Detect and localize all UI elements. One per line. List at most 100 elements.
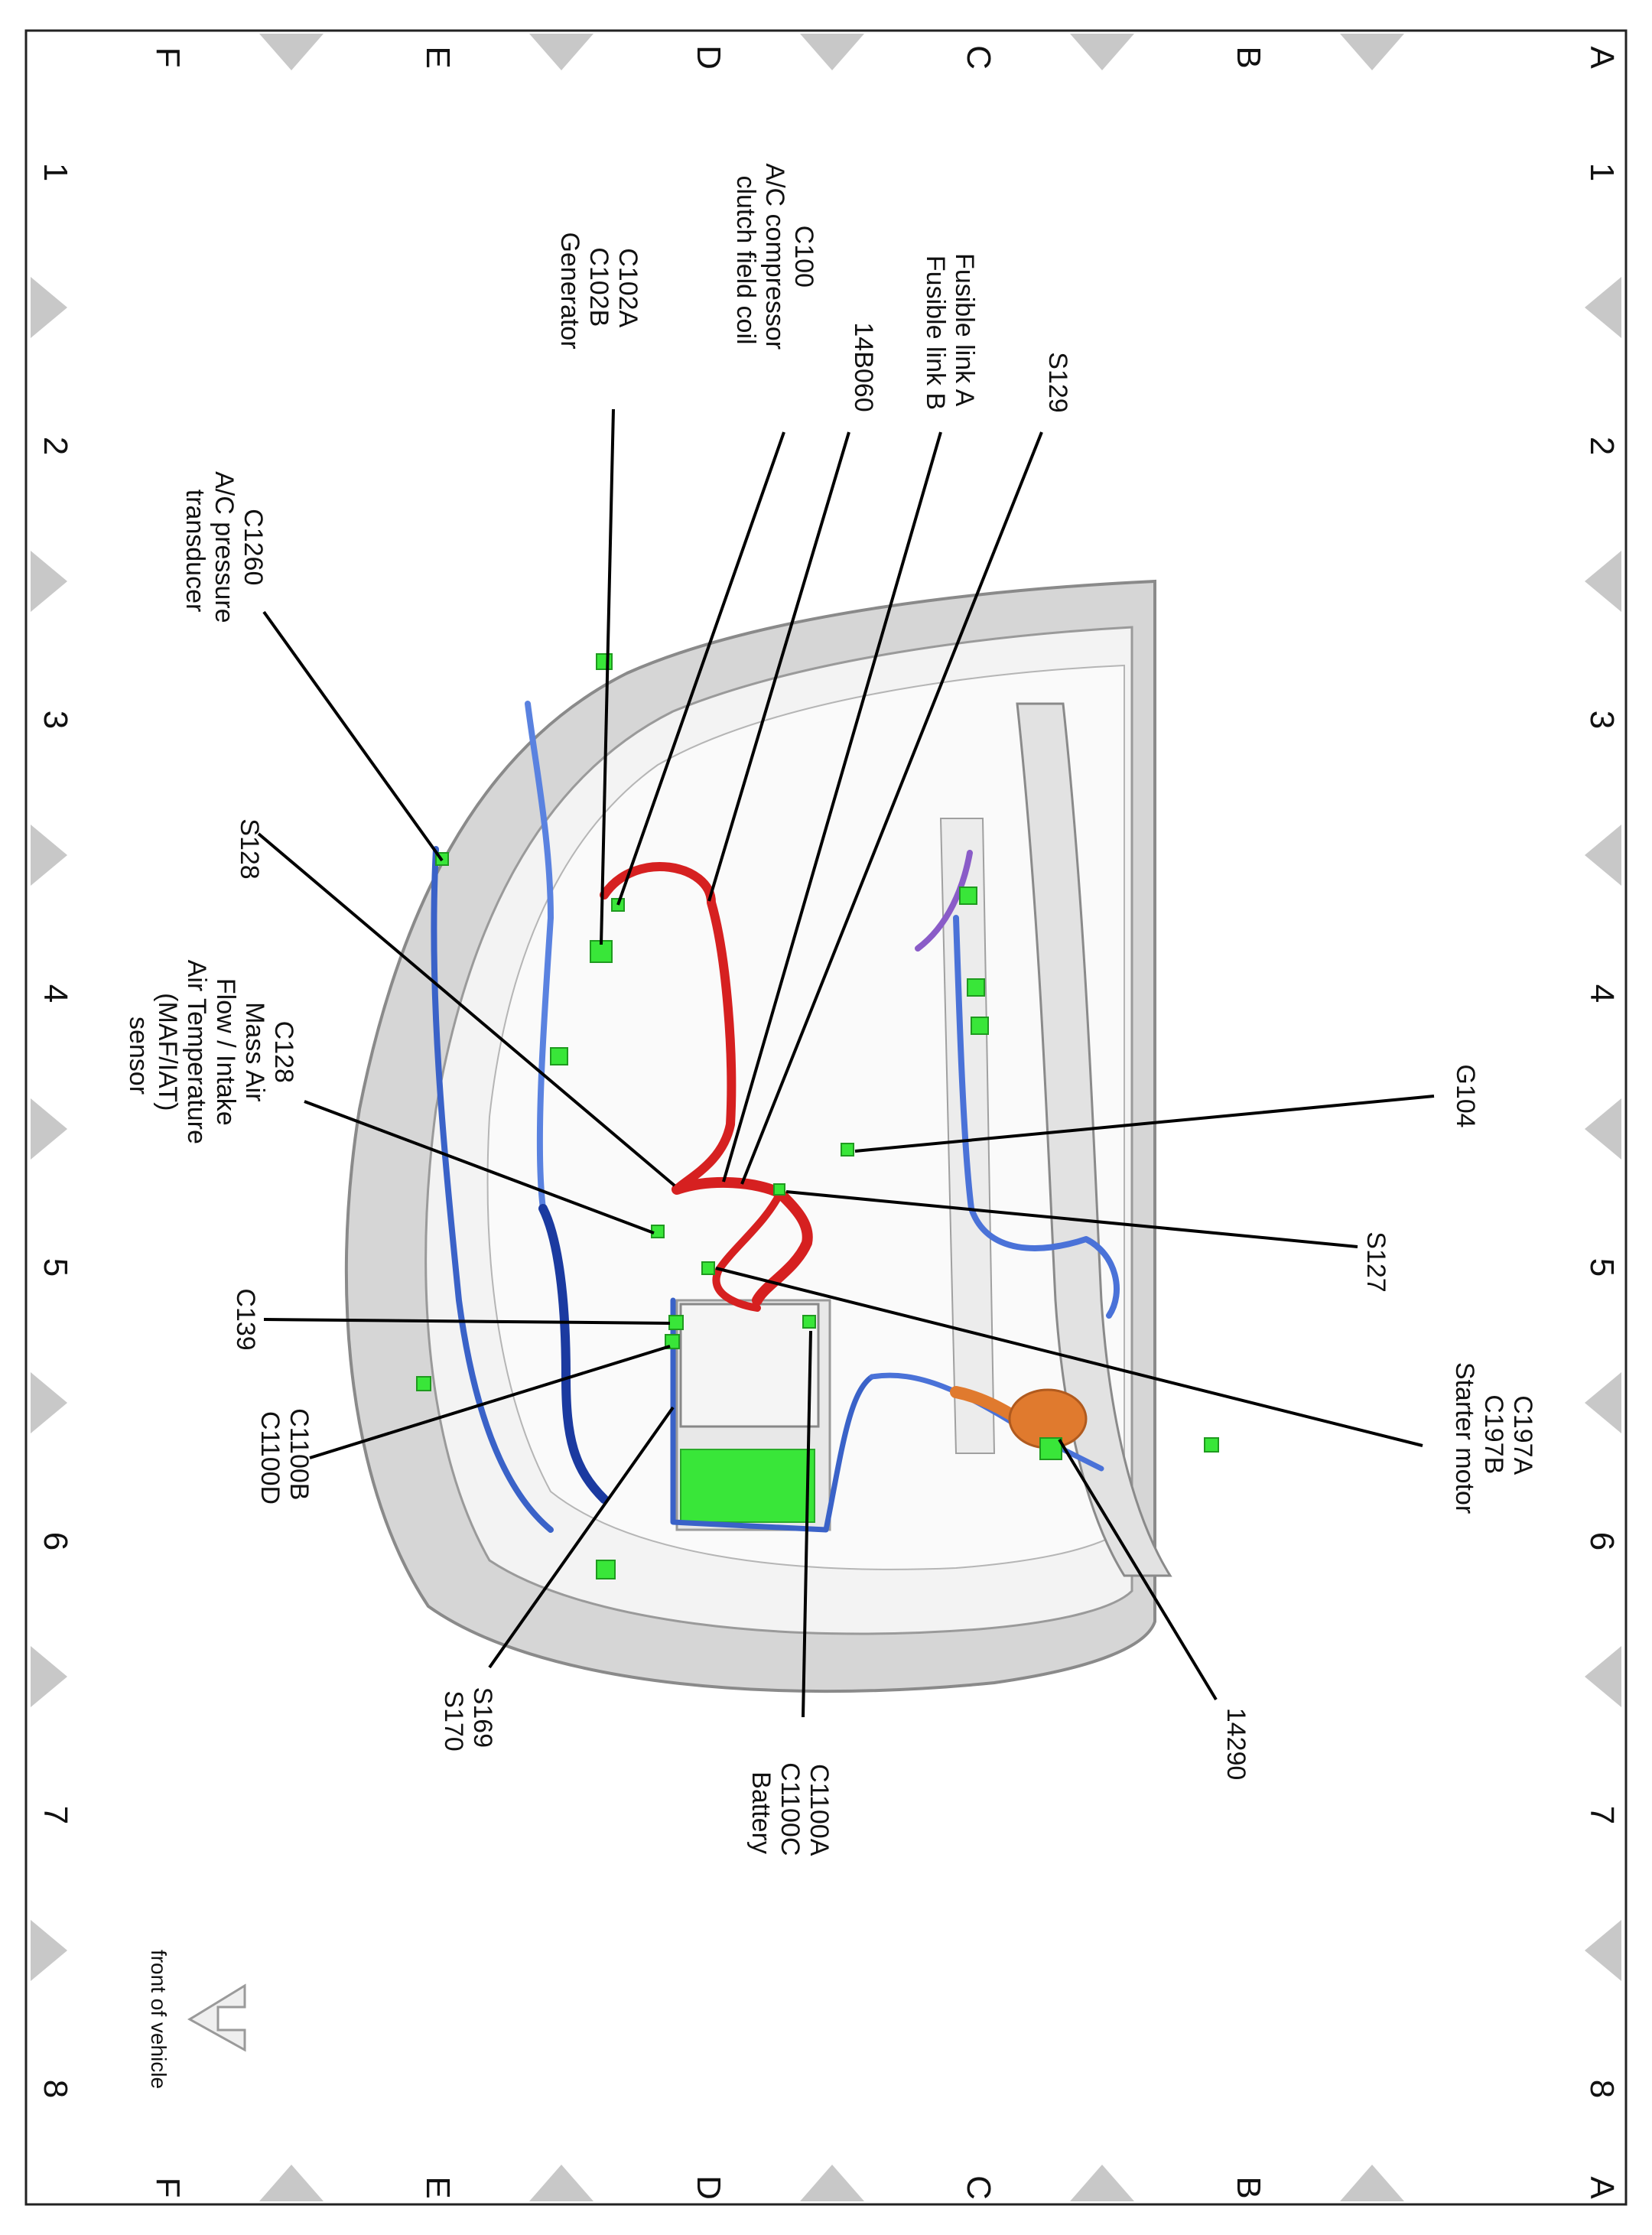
grid-marker-bottom-2 xyxy=(529,2165,593,2201)
callout-starter: C197A C197B Starter motor xyxy=(1450,1362,1537,1514)
connector-cowl-1 xyxy=(959,887,977,905)
harness-red-branch xyxy=(672,1176,813,1306)
leader-starter xyxy=(715,1267,1423,1447)
leader-14290 xyxy=(1058,1438,1218,1701)
harness-purple xyxy=(915,850,973,952)
callout-s129-line: S129 xyxy=(1043,352,1072,412)
front-of-vehicle-label: front of vehicle xyxy=(147,1950,171,2089)
callout-s128-line: S128 xyxy=(235,818,264,879)
callout-generator-line1: C102A xyxy=(613,248,642,327)
callout-starter-line1: C197A xyxy=(1508,1395,1537,1475)
callout-generator-line3: Generator xyxy=(555,232,584,349)
connector-bumper-1 xyxy=(596,653,613,670)
leader-c1260 xyxy=(262,610,444,862)
callout-fusible-line2: Fusible link B xyxy=(921,255,950,410)
callout-compressor-line2: A/C compressor xyxy=(760,163,789,350)
leader-compressor xyxy=(616,431,785,906)
grid-number-5-top: 5 xyxy=(1583,1258,1621,1277)
callout-battery: C1100A C1100C Battery xyxy=(746,1762,834,1863)
grid-number-1-top: 1 xyxy=(1583,163,1621,181)
connector-g104 xyxy=(841,1143,854,1157)
grid-marker-right-5 xyxy=(1585,1372,1621,1433)
grid-letter-c-right: C xyxy=(960,45,997,70)
harness-dark-blue xyxy=(538,1204,609,1504)
leader-g104 xyxy=(854,1095,1435,1153)
callout-c1260-line2: A/C pressure xyxy=(210,471,239,623)
callout-c1100b-line2: C1100D xyxy=(255,1411,285,1505)
grid-letter-c-left: C xyxy=(960,2175,997,2200)
grid-marker-top-3 xyxy=(800,34,864,70)
callout-c128-line5: (MAF/IAT) xyxy=(153,993,182,1111)
callout-14b060: 14B060 xyxy=(849,322,878,412)
grid-marker-left-3 xyxy=(31,825,67,886)
grid-number-7-bottom: 7 xyxy=(37,1806,74,1824)
callout-generator: C102A C102B Generator xyxy=(555,232,642,349)
grid-marker-bottom-1 xyxy=(259,2165,324,2201)
fender-rail xyxy=(1016,702,1172,1577)
grid-number-3-top: 3 xyxy=(1583,711,1621,729)
grid-marker-top-2 xyxy=(529,34,593,70)
leader-fusible xyxy=(722,431,942,1183)
grid-marker-right-4 xyxy=(1585,1098,1621,1160)
grid-letter-b-right: B xyxy=(1230,46,1267,68)
grid-number-8-bottom: 8 xyxy=(37,2080,74,2098)
connector-cowl-3 xyxy=(971,1017,989,1035)
grid-letters-right: A B C D E F xyxy=(149,45,1621,70)
leader-14b060 xyxy=(707,431,850,902)
callout-c1260-line3: transducer xyxy=(180,490,210,613)
grid-letter-a-right: A xyxy=(1583,46,1621,69)
callout-c1260: C1260 A/C pressure transducer xyxy=(180,471,268,630)
callout-c128-line6: sensor xyxy=(124,1017,153,1095)
grid-letter-e-right: E xyxy=(419,46,457,68)
grid-marker-left-1 xyxy=(31,277,67,338)
grid-marker-bottom-3 xyxy=(800,2165,864,2201)
leader-generator xyxy=(600,408,615,945)
callout-c139-line: C139 xyxy=(231,1288,260,1350)
grid-letter-d-right: D xyxy=(690,45,727,70)
grid-marker-left-2 xyxy=(31,551,67,612)
callout-c128-line2: Mass Air xyxy=(240,1002,269,1101)
grid-letter-d-left: D xyxy=(690,2175,727,2200)
front-arrow-icon xyxy=(187,1983,246,2052)
connector-c1100a xyxy=(802,1315,816,1329)
grid-marker-right-7 xyxy=(1585,1920,1621,1981)
callout-c1100b-line1: C1100B xyxy=(285,1408,314,1500)
grid-number-1-bottom: 1 xyxy=(37,163,74,181)
grid-marker-top-4 xyxy=(1070,34,1134,70)
callout-s169: S169 S170 xyxy=(439,1687,497,1755)
callout-compressor: C100 A/C compressor clutch field coil xyxy=(731,163,818,356)
grid-number-3-bottom: 3 xyxy=(37,711,74,729)
callout-c128-line3: Flow / Intake xyxy=(211,978,240,1126)
callout-s127-line: S127 xyxy=(1361,1231,1390,1292)
grid-number-2-top: 2 xyxy=(1583,437,1621,455)
leader-c1100b xyxy=(309,1345,671,1459)
grid-letter-f-left: F xyxy=(149,2178,187,2198)
callout-labels: G104 S127 C197A C197B Starter motor 1429… xyxy=(124,163,1537,1863)
battery-box xyxy=(679,1303,820,1428)
leader-s127 xyxy=(785,1190,1358,1248)
callout-g104: G104 xyxy=(1451,1064,1480,1127)
front-of-vehicle-indicator: front of vehicle xyxy=(147,1950,246,2089)
callout-battery-line2: C1100C xyxy=(776,1762,805,1856)
leader-s128 xyxy=(257,832,676,1187)
connector-bumper-4 xyxy=(596,1560,616,1579)
grid-marker-right-2 xyxy=(1585,551,1621,612)
callout-starter-line2: C197B xyxy=(1479,1394,1508,1474)
grid-letter-b-left: B xyxy=(1230,2176,1267,2198)
leader-s129 xyxy=(740,431,1043,1185)
connector-c139 xyxy=(668,1315,684,1330)
callout-fusible: Fusible link A Fusible link B xyxy=(921,253,979,412)
grid-number-4-bottom: 4 xyxy=(37,984,74,1003)
grid-marker-left-6 xyxy=(31,1646,67,1707)
callout-c128: C128 Mass Air Flow / Intake Air Temperat… xyxy=(124,960,298,1152)
grid-marker-top-5 xyxy=(1340,34,1404,70)
grid-marker-bottom-5 xyxy=(1340,2165,1404,2201)
drawing-frame xyxy=(24,29,1628,2206)
grid-number-6-bottom: 6 xyxy=(37,1532,74,1550)
leader-c128 xyxy=(304,1100,655,1235)
callout-14290-line: 14290 xyxy=(1221,1708,1250,1781)
grid-marker-left-5 xyxy=(31,1372,67,1433)
callout-compressor-line3: clutch field coil xyxy=(731,175,760,344)
leader-c139 xyxy=(263,1318,671,1325)
